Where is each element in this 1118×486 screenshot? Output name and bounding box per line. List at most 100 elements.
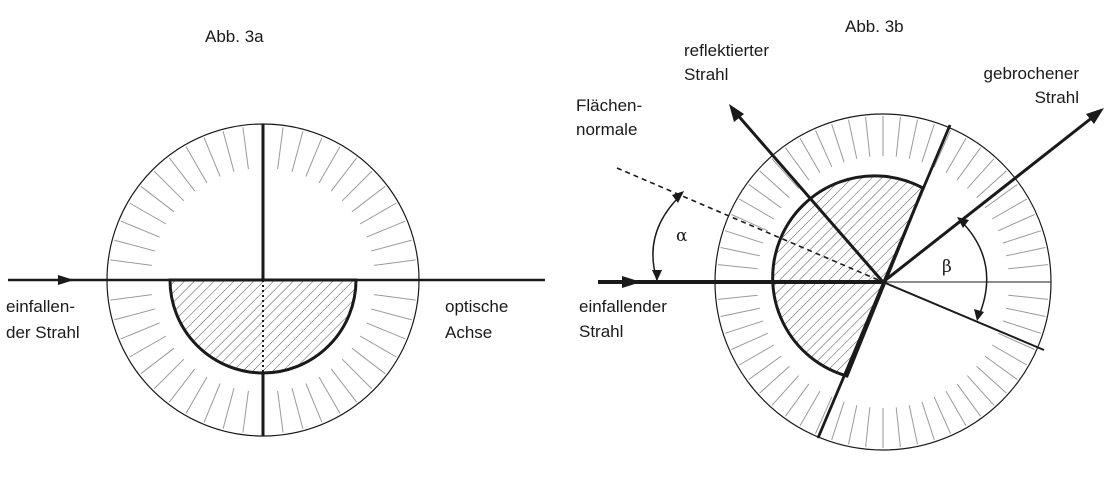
fig-b-beta-arrowhead-top: [957, 217, 969, 228]
fig-a-scale-tick: [291, 131, 304, 172]
fig-b-scale-tick: [997, 332, 1035, 350]
fig-b-scale-tick: [717, 264, 758, 270]
fig-a-scale-tick: [185, 146, 208, 184]
fig-b-scale-tick: [799, 390, 821, 427]
fig-a-scale-tick: [129, 335, 167, 358]
fig-a-scale-tick: [330, 157, 358, 192]
fig-a-scale-tick: [153, 358, 185, 390]
fig-b-scale-tick: [933, 130, 951, 168]
figure-3a: Abb. 3a einfallen- der Strahl optische A…: [6, 27, 545, 437]
fig-a-scale-tick: [153, 170, 185, 202]
fig-b-half-cylinder-lens: [771, 174, 925, 378]
figure-3b: Abb. 3b α β reflektierter S: [576, 17, 1104, 451]
fig-b-scale-tick: [976, 170, 1007, 199]
fig-b-scale-tick: [933, 396, 951, 434]
fig-a-scale-tick: [114, 239, 155, 252]
fig-a-title: Abb. 3a: [205, 27, 264, 46]
fig-a-label-incident-1: einfallen-: [6, 297, 75, 316]
fig-b-refracted-ray: [882, 111, 1099, 284]
fig-b-scale-tick: [956, 383, 982, 417]
fig-b-scale-tick: [748, 355, 782, 381]
fig-b-reflected-arrowhead: [729, 104, 744, 122]
fig-b-scale-tick: [908, 119, 918, 159]
fig-b-scale-tick: [921, 123, 935, 163]
fig-a-scale-tick: [222, 131, 235, 172]
fig-a-incident-arrowhead: [58, 275, 74, 285]
fig-a-scale-tick: [371, 308, 412, 321]
fig-b-scale-tick: [815, 130, 833, 168]
fig-b-scale-tick: [956, 147, 982, 181]
fig-a-scale-tick: [140, 185, 175, 213]
fig-b-scale-tick: [991, 344, 1028, 366]
fig-b-label-reflected-2: Strahl: [684, 65, 728, 84]
fig-b-scale-tick: [895, 407, 901, 448]
fig-a-scale-tick: [373, 259, 416, 266]
fig-b-scale-tick: [945, 137, 967, 174]
fig-b-label-normal-2: normale: [576, 120, 637, 139]
fig-a-scale-tick: [359, 202, 397, 225]
fig-b-scale-tick: [738, 344, 775, 366]
fig-b-scale-tick: [1002, 320, 1042, 334]
fig-a-scale-tick: [291, 388, 304, 429]
fig-b-beta-arrowhead-bottom: [974, 309, 984, 321]
fig-b-scale-tick: [717, 294, 758, 300]
fig-b-scale-tick: [720, 307, 760, 317]
fig-b-scale-tick: [966, 158, 995, 189]
fig-b-scale-tick: [921, 401, 935, 441]
fig-b-scale-tick: [831, 401, 845, 441]
fig-b-scale-tick: [784, 383, 810, 417]
fig-b-incident-arrowhead: [622, 276, 641, 288]
fig-a-scale-tick: [305, 383, 323, 423]
fig-b-alpha-arc: [652, 193, 683, 281]
fig-a-scale-tick: [366, 322, 406, 340]
fig-b-scale-tick: [991, 198, 1028, 220]
fig-a-scale-tick: [305, 137, 323, 177]
fig-a-scale-tick: [351, 185, 386, 213]
fig-b-label-normal-1: Flächen-: [576, 96, 642, 115]
fig-b-alpha-arrowhead-bottom: [652, 270, 662, 281]
fig-a-label-incident-2: der Strahl: [6, 323, 80, 342]
fig-b-surface-normal: [616, 167, 884, 283]
fig-a-scale-tick: [341, 358, 373, 390]
fig-a-scale-tick: [185, 376, 208, 414]
fig-a-scale-tick: [222, 388, 235, 429]
fig-b-scale-tick: [997, 214, 1035, 232]
fig-b-scale-tick: [945, 390, 967, 427]
fig-a-scale-tick: [110, 259, 153, 266]
fig-a-scale-tick: [366, 220, 406, 238]
fig-b-scale-tick: [1008, 264, 1049, 270]
fig-a-scale-tick: [359, 335, 397, 358]
fig-b-scale-tick: [784, 147, 810, 181]
fig-a-scale-tick: [203, 137, 221, 177]
fig-b-scale-tick: [771, 375, 800, 406]
fig-a-scale-tick: [110, 294, 153, 301]
fig-a-scale-tick: [277, 390, 284, 433]
fig-b-scale-tick: [731, 214, 769, 232]
fig-a-scale-tick: [330, 368, 358, 403]
fig-a-label-axis-2: Achse: [445, 323, 492, 342]
fig-b-label-refracted-1: gebrochener: [984, 64, 1080, 83]
fig-b-scale-tick: [908, 405, 918, 445]
fig-b-scale-tick: [748, 183, 782, 209]
fig-a-scale-tick: [318, 146, 341, 184]
fig-b-title: Abb. 3b: [845, 17, 904, 36]
fig-b-label-incident-1: einfallender: [579, 297, 667, 316]
fig-a-scale-tick: [140, 347, 175, 375]
fig-b-scale-tick: [1008, 294, 1049, 300]
fig-b-scale-tick: [720, 247, 760, 257]
fig-a-scale-tick: [168, 157, 196, 192]
fig-a-label-axis-1: optische: [445, 297, 508, 316]
fig-b-scale-tick: [759, 365, 790, 394]
fig-b-scale-tick: [1006, 307, 1046, 317]
fig-b-scale-tick: [724, 320, 764, 334]
fig-b-label-beta: β: [942, 257, 952, 277]
fig-a-scale-tick: [114, 308, 155, 321]
fig-b-scale-tick: [771, 158, 800, 189]
fig-a-scale-tick: [168, 368, 196, 403]
fig-a-scale-tick: [351, 347, 386, 375]
fig-b-scale-tick: [865, 407, 871, 448]
fig-a-scale-tick: [373, 294, 416, 301]
fig-b-scale-tick: [848, 405, 858, 445]
fig-b-scale-tick: [1006, 247, 1046, 257]
